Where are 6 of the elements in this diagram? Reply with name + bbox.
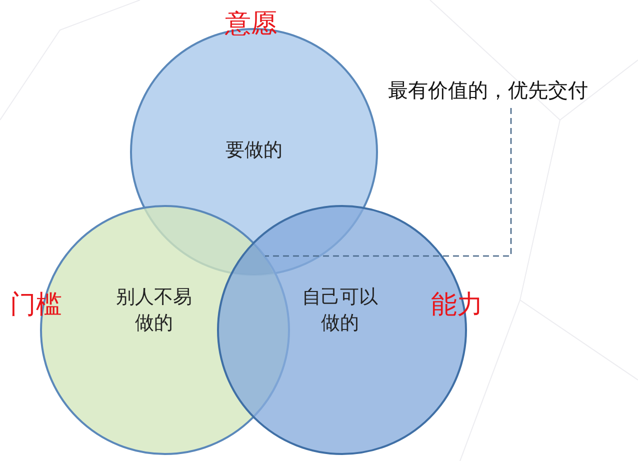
callout-text: 最有价值的，优先交付: [388, 74, 634, 106]
circle-label: 要做的: [224, 138, 284, 163]
circle-label: 别人不易做的: [115, 285, 193, 336]
leader-line: [265, 108, 512, 257]
overlap-region: [232, 243, 274, 276]
circle-label: 自己可以做的: [301, 285, 379, 336]
